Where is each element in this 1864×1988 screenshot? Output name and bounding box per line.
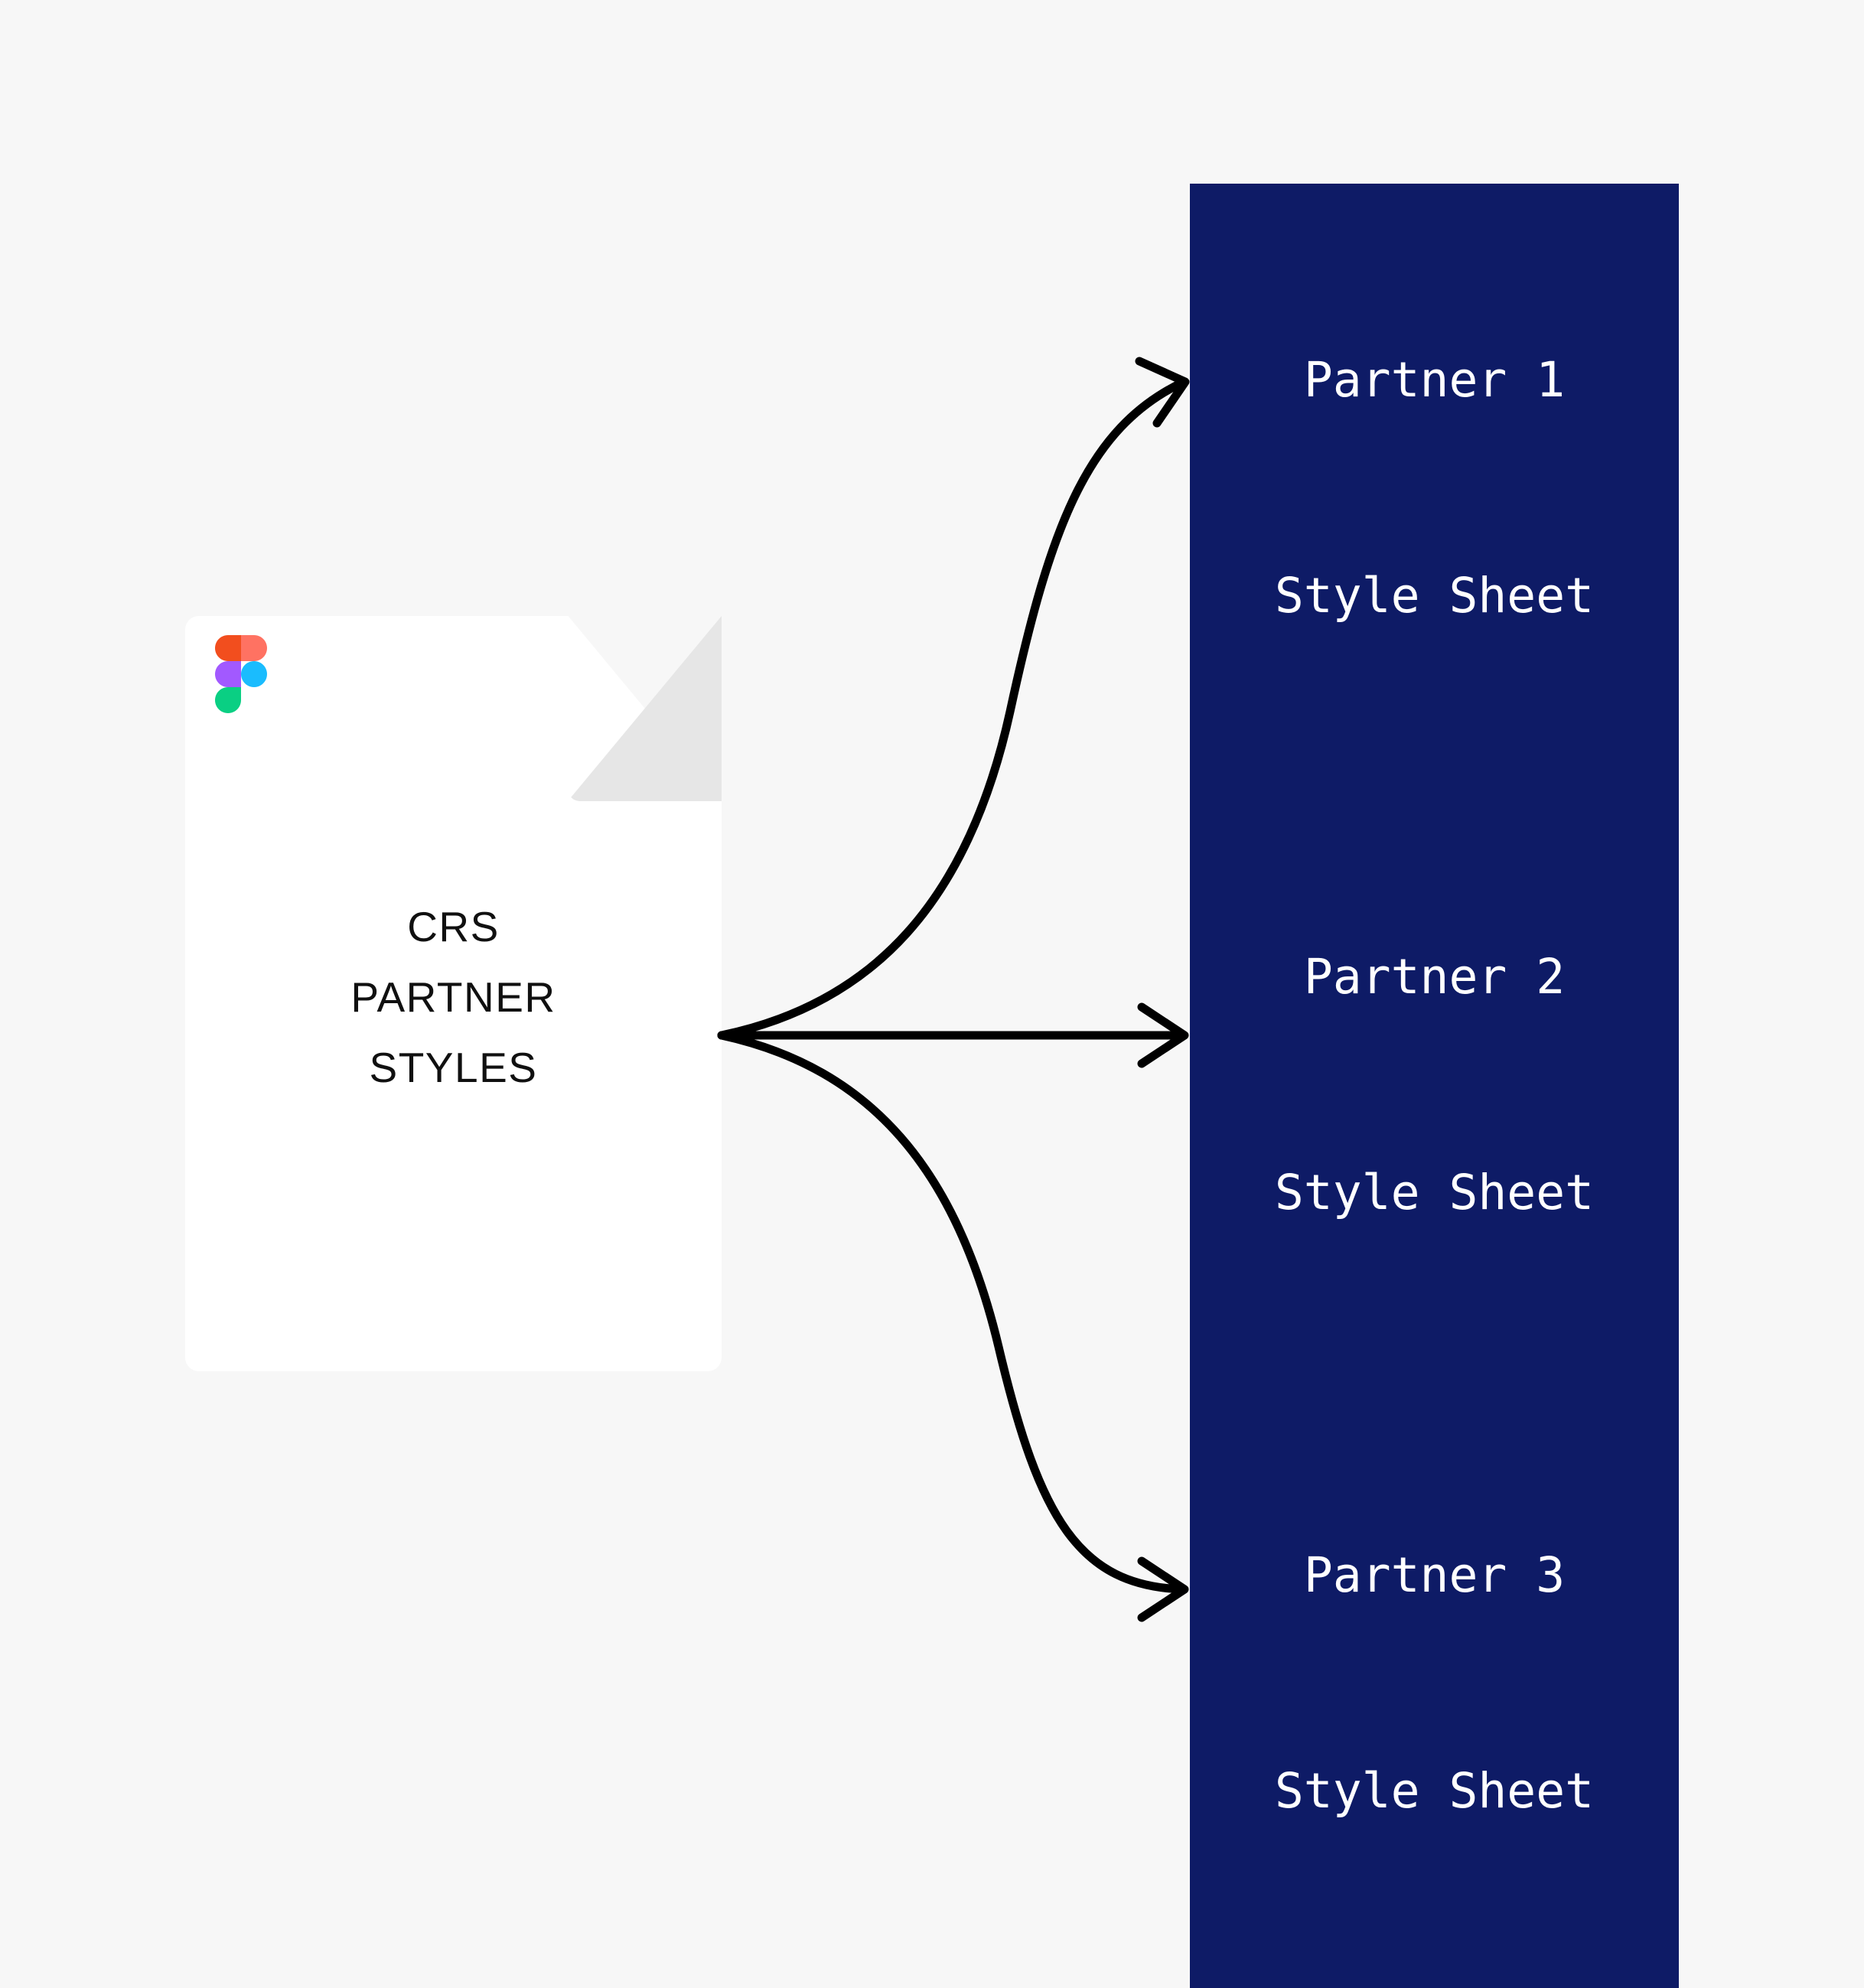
caption-line-1: CRS (407, 903, 500, 950)
arrow-line-bottom (717, 1031, 1187, 1594)
arrow-line-top (717, 378, 1187, 1040)
source-document-card[interactable] (185, 616, 722, 1371)
arrow-head-middle (1137, 1002, 1189, 1068)
card-header: Partner 3 Style Sheet (1190, 1379, 1679, 1988)
source-document-caption: CRS PARTNER STYLES (185, 891, 722, 1103)
card-title-line-2: Style Sheet (1274, 1165, 1595, 1221)
card-header: Partner 2 Style Sheet (1190, 781, 1679, 1391)
arrow-head-top (1135, 357, 1190, 428)
document-corner-fold (568, 616, 722, 801)
card-title-line-2: Style Sheet (1274, 1763, 1595, 1819)
figma-logo-icon (215, 635, 267, 713)
card-title-line-1: Partner 2 (1303, 949, 1566, 1005)
card-header: Partner 1 Style Sheet (1190, 184, 1679, 794)
card-title-line-1: Partner 3 (1303, 1547, 1566, 1603)
partner-style-sheet-card[interactable]: Partner 3 Style Sheet (1190, 1379, 1679, 1988)
arrow-head-bottom (1137, 1556, 1189, 1622)
caption-line-2: PARTNER (350, 973, 556, 1021)
card-title-line-1: Partner 1 (1303, 352, 1566, 408)
card-title-line-2: Style Sheet (1274, 568, 1595, 624)
caption-line-3: STYLES (369, 1044, 538, 1091)
